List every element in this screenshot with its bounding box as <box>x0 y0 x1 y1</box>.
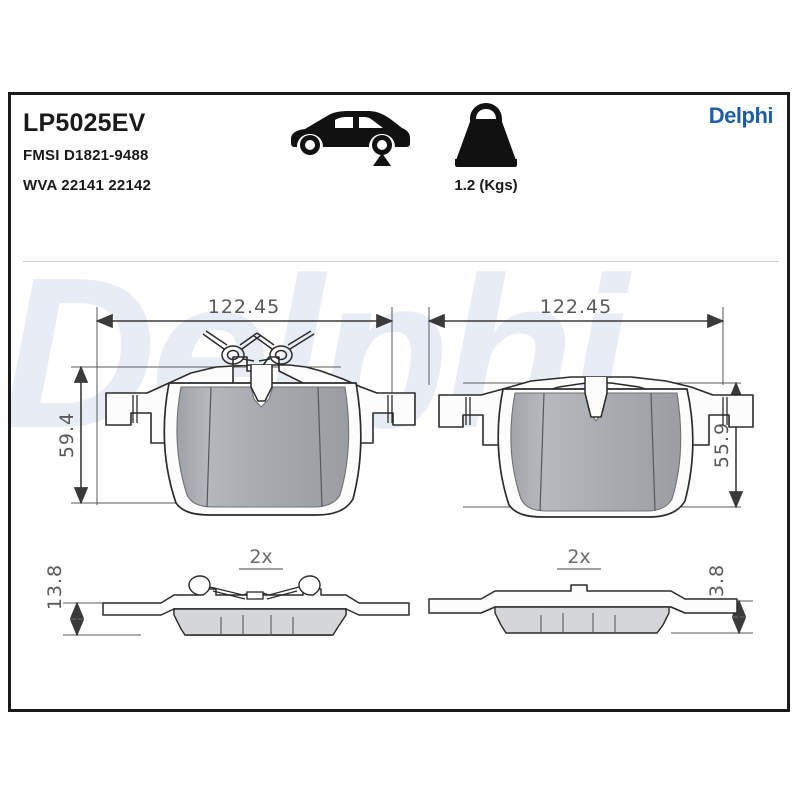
right-quantity-label: 2x <box>567 546 590 568</box>
left-quantity: 2x <box>239 546 283 570</box>
right-pad-top-view: 122.45 55.9 <box>427 296 754 518</box>
left-pad-side-view: 13.8 2x <box>44 546 410 637</box>
left-width-dimension: 122.45 <box>95 296 394 329</box>
left-width-label: 122.45 <box>208 296 280 318</box>
right-height-label: 55.9 <box>711 422 733 468</box>
delphi-logo: Delphi <box>708 103 774 128</box>
left-quantity-label: 2x <box>249 546 272 568</box>
header-divider <box>23 261 779 262</box>
weight-kettlebell-icon <box>455 103 517 167</box>
right-width-dimension: 122.45 <box>427 296 725 329</box>
right-quantity: 2x <box>557 546 601 570</box>
car-rear-axle-icon <box>291 111 410 166</box>
left-height-label: 59.4 <box>56 412 78 458</box>
left-thickness-dimension: 13.8 <box>44 564 85 637</box>
left-height-dimension: 59.4 <box>56 365 89 505</box>
right-pad-side-view: 13.8 2x <box>428 546 753 635</box>
drawing-sheet: Delphi LP5025EV FMSI D1821-9488 WVA 2214… <box>8 92 790 712</box>
sheet-header: LP5025EV FMSI D1821-9488 WVA 22141 22142… <box>11 95 787 243</box>
fmsi-code: FMSI D1821-9488 <box>23 147 149 164</box>
left-pad-top-view: 122.45 59.4 <box>56 296 416 516</box>
technical-drawing: 122.45 59.4 <box>44 296 754 637</box>
left-thickness-label: 13.8 <box>44 564 66 610</box>
page-title: LP5025EV <box>23 109 146 137</box>
weight-value: 1.2 (Kgs) <box>454 177 518 194</box>
right-width-label: 122.45 <box>540 296 612 318</box>
wva-code: WVA 22141 22142 <box>23 177 152 194</box>
spring-clip <box>202 330 315 365</box>
